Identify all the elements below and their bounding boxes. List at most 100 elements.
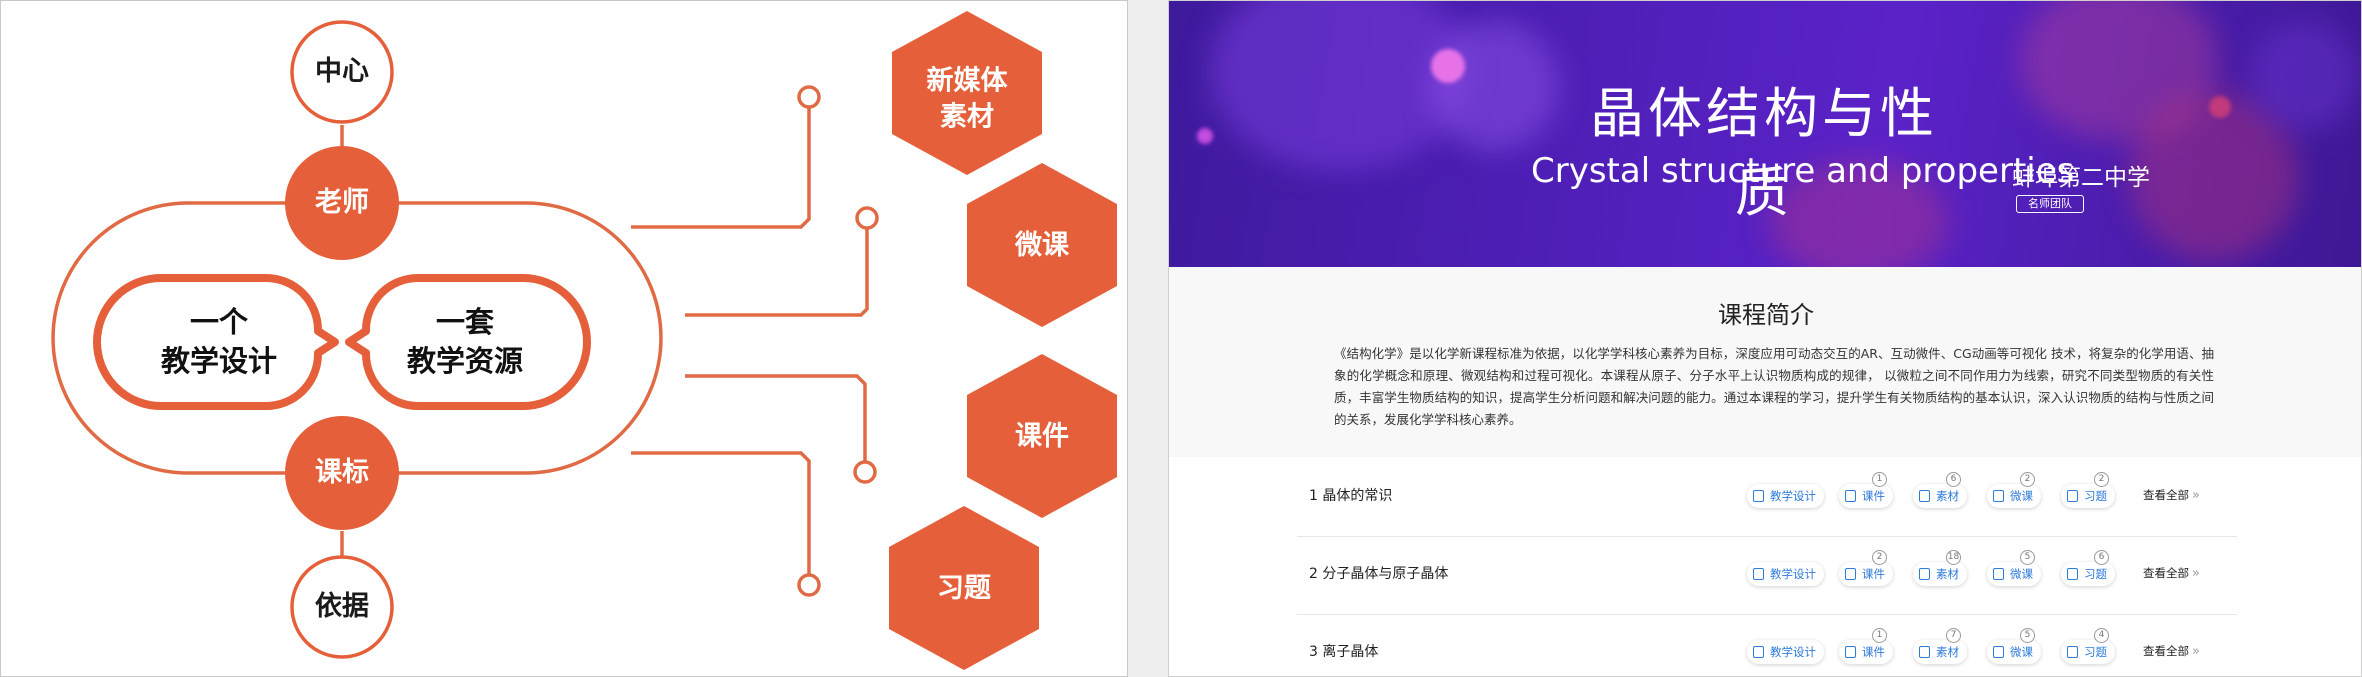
design-icon [1753, 490, 1764, 502]
slides-icon [1845, 568, 1856, 580]
banner-glow [2019, 1, 2219, 141]
hex-1-line-2: 素材 [940, 102, 994, 133]
banner-glow [1769, 161, 1949, 267]
slides-icon [1845, 490, 1856, 502]
chapter-title[interactable]: 1 晶体的常识 [1309, 488, 1393, 504]
count-badge: 1 [1872, 628, 1887, 643]
branch-4 [631, 451, 811, 577]
view-all-link[interactable]: 查看全部» [2143, 487, 2200, 503]
resource-chip-exercise[interactable]: 习题 4 [2061, 628, 2115, 664]
branch-node-1 [797, 85, 821, 109]
count-badge: 6 [2094, 550, 2109, 565]
course-banner: 晶体结构与性质 Crystal structure and properties… [1169, 1, 2361, 267]
team-badge[interactable]: 名师团队 [2016, 195, 2084, 213]
chip-label: 教学设计 [1770, 567, 1816, 581]
design-icon [1753, 568, 1764, 580]
chip-label: 素材 [1936, 489, 1959, 503]
standard-label: 课标 [315, 456, 369, 488]
chip-label: 微课 [2010, 489, 2033, 503]
view-all-label: 查看全部 [2143, 488, 2189, 502]
course-subtitle: Crystal structure and properties [1531, 151, 2075, 191]
chip-label: 微课 [2010, 567, 2033, 581]
view-all-link[interactable]: 查看全部» [2143, 565, 2200, 581]
diagram-graphics [51, 11, 1117, 670]
chip-label: 习题 [2084, 489, 2107, 503]
chip-label: 课件 [1862, 567, 1885, 581]
branch-node-3 [853, 460, 877, 484]
hex-2-label: 微课 [1015, 229, 1069, 261]
bubble-left-line-2: 教学设计 [160, 344, 278, 378]
teacher-label: 老师 [315, 186, 369, 218]
bubble-left-line-1: 一个 [189, 304, 249, 339]
count-badge: 4 [2094, 628, 2109, 643]
resource-chip-exercise[interactable]: 习题 2 [2061, 472, 2115, 508]
chip-label: 素材 [1936, 567, 1959, 581]
material-icon [1919, 568, 1930, 580]
resource-chip-microlesson[interactable]: 微课 2 [1987, 472, 2041, 508]
resource-chip-design[interactable]: 教学设计 [1747, 484, 1824, 508]
chevron-right-icon: » [2192, 566, 2200, 581]
branch-2 [685, 222, 869, 317]
course-page: 晶体结构与性质 Crystal structure and properties… [1168, 0, 2362, 677]
chip-label: 教学设计 [1770, 489, 1816, 503]
center-label: 中心 [315, 55, 369, 87]
circle-teacher [285, 146, 399, 260]
concept-diagram-panel: 中心 老师 一个 教学设计 一套 教学资源 课标 依据 新媒体 素材 微课 课件… [0, 0, 1128, 677]
count-badge: 2 [2094, 472, 2109, 487]
stadium-outline [51, 201, 663, 475]
banner-glow [2249, 21, 2359, 131]
count-badge: 2 [1872, 550, 1887, 565]
hex-3 [967, 354, 1117, 518]
resource-chip-material[interactable]: 素材 6 [1913, 472, 1967, 508]
chapter-title[interactable]: 2 分子晶体与原子晶体 [1309, 566, 1449, 582]
resource-chip-design[interactable]: 教学设计 [1747, 562, 1824, 586]
view-all-link[interactable]: 查看全部» [2143, 643, 2200, 659]
chapter-row: 1 晶体的常识 教学设计 课件 1 素材 6 微课 2 习题 2 查看全部» [1297, 459, 2237, 537]
chip-label: 微课 [2010, 645, 2033, 659]
chip-label: 课件 [1862, 645, 1885, 659]
intro-title: 课程简介 [1718, 301, 1814, 329]
slides-icon [1845, 646, 1856, 658]
bubble-left-shape [93, 274, 339, 410]
bubble-right-line-2: 教学资源 [406, 344, 524, 378]
count-badge: 1 [1872, 472, 1887, 487]
material-icon [1919, 646, 1930, 658]
hex-4 [889, 506, 1039, 670]
branch-node-4 [797, 573, 821, 597]
resource-chip-design[interactable]: 教学设计 [1747, 640, 1824, 664]
chip-label: 习题 [2084, 645, 2107, 659]
bubble-left-label: 一个 教学设计 [161, 303, 277, 381]
count-badge: 5 [2020, 628, 2035, 643]
banner-glow [1209, 1, 1469, 171]
resource-chip-slides[interactable]: 课件 1 [1839, 628, 1893, 664]
resource-chip-microlesson[interactable]: 微课 5 [1987, 628, 2041, 664]
video-icon [1993, 646, 2004, 658]
resource-chip-slides[interactable]: 课件 2 [1839, 550, 1893, 586]
count-badge: 7 [1946, 628, 1961, 643]
hex-4-label: 习题 [937, 572, 991, 604]
chip-label: 教学设计 [1770, 645, 1816, 659]
count-badge: 6 [1946, 472, 1961, 487]
resource-chip-slides[interactable]: 课件 1 [1839, 472, 1893, 508]
video-icon [1993, 568, 2004, 580]
basis-label: 依据 [315, 590, 369, 622]
chevron-right-icon: » [2192, 644, 2200, 659]
intro-text: 《结构化学》是以化学新课程标准为依据，以化学学科核心素养为目标，深度应用可动态交… [1334, 346, 2214, 427]
bubble-right-line-1: 一套 [435, 304, 495, 339]
course-title: 晶体结构与性质 [1590, 82, 1938, 224]
chip-label: 课件 [1862, 489, 1885, 503]
count-badge: 2 [2020, 472, 2035, 487]
view-all-label: 查看全部 [2143, 644, 2189, 658]
chapter-title[interactable]: 3 离子晶体 [1309, 644, 1379, 660]
material-icon [1919, 490, 1930, 502]
hex-1 [892, 11, 1042, 175]
exercise-icon [2067, 568, 2078, 580]
hex-3-label: 课件 [1015, 420, 1069, 452]
